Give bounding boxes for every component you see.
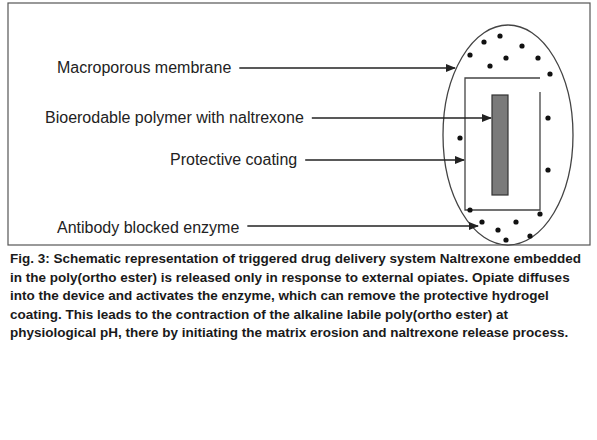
enzyme-dot bbox=[479, 219, 484, 224]
macroporous-membrane bbox=[443, 25, 573, 245]
leader-arrow bbox=[247, 225, 478, 226]
enzyme-dot bbox=[495, 227, 500, 232]
part-label: Bioerodable polymer with naltrexone bbox=[45, 108, 304, 128]
enzyme-dot bbox=[519, 43, 524, 48]
enzyme-dot bbox=[545, 167, 550, 172]
protective-coating bbox=[465, 78, 540, 210]
part-label: Antibody blocked enzyme bbox=[57, 218, 239, 238]
figure-caption: Fig. 3: Schematic representation of trig… bbox=[10, 250, 588, 343]
figure-frame bbox=[8, 3, 590, 245]
enzyme-dot bbox=[545, 115, 550, 120]
enzyme-dot bbox=[497, 33, 502, 38]
enzyme-dot bbox=[503, 55, 508, 60]
enzyme-dot bbox=[527, 233, 532, 238]
enzyme-dot bbox=[467, 52, 472, 57]
enzyme-dot bbox=[513, 219, 518, 224]
enzyme-dot bbox=[487, 63, 492, 68]
enzyme-dot bbox=[503, 237, 508, 242]
enzyme-dot bbox=[547, 71, 552, 76]
leader-arrow bbox=[312, 117, 491, 118]
leader-arrow bbox=[239, 67, 455, 68]
enzyme-dot bbox=[467, 207, 472, 212]
bioerodable-polymer bbox=[492, 95, 508, 195]
enzyme-dot bbox=[537, 211, 542, 216]
leader-lines bbox=[239, 68, 491, 226]
enzyme-dots bbox=[457, 33, 552, 242]
enzyme-dot bbox=[481, 39, 486, 44]
enzyme-dot bbox=[457, 135, 462, 140]
part-label: Macroporous membrane bbox=[57, 58, 231, 78]
part-label: Protective coating bbox=[170, 150, 297, 170]
enzyme-dot bbox=[535, 55, 540, 60]
leader-arrow bbox=[305, 159, 464, 160]
